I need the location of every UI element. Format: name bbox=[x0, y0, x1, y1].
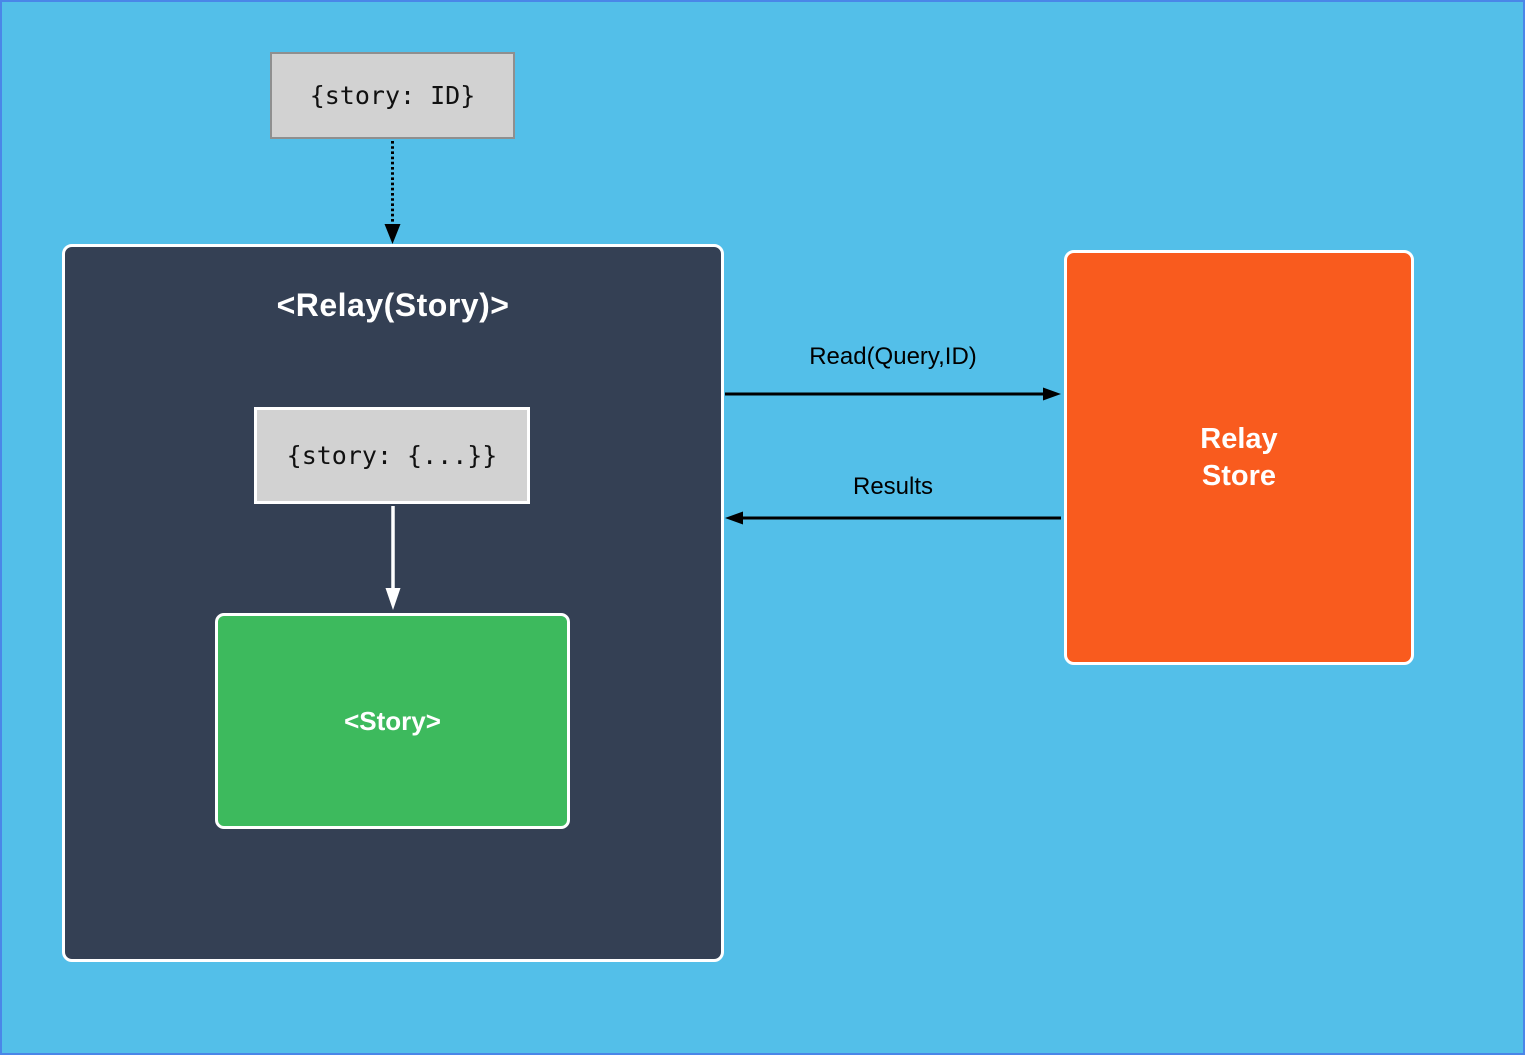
read-arrow bbox=[725, 387, 1061, 401]
relay-store-label-line1: Relay bbox=[1200, 422, 1278, 455]
relay-store-label-line2: Store bbox=[1201, 459, 1277, 492]
story-node: <Story> bbox=[215, 613, 570, 829]
results-arrow bbox=[725, 511, 1061, 525]
story-node-label: <Story> bbox=[344, 705, 441, 736]
props-flow-arrow bbox=[384, 141, 401, 244]
story-props-node: {story: {...}} bbox=[254, 407, 530, 504]
relay-store-label: Relay Store bbox=[1200, 421, 1277, 495]
story-id-node: {story: ID} bbox=[270, 52, 515, 139]
story-props-label: {story: {...}} bbox=[286, 441, 498, 470]
relay-store-node: Relay Store bbox=[1064, 250, 1414, 665]
relay-story-container: <Relay(Story)> {story: {...}} <Story> bbox=[62, 244, 724, 962]
results-edge-label: Results bbox=[852, 473, 934, 500]
relay-story-title: <Relay(Story)> bbox=[276, 287, 510, 323]
story-id-label: {story: ID} bbox=[309, 81, 476, 110]
read-edge-label: Read(Query,ID) bbox=[809, 343, 977, 370]
